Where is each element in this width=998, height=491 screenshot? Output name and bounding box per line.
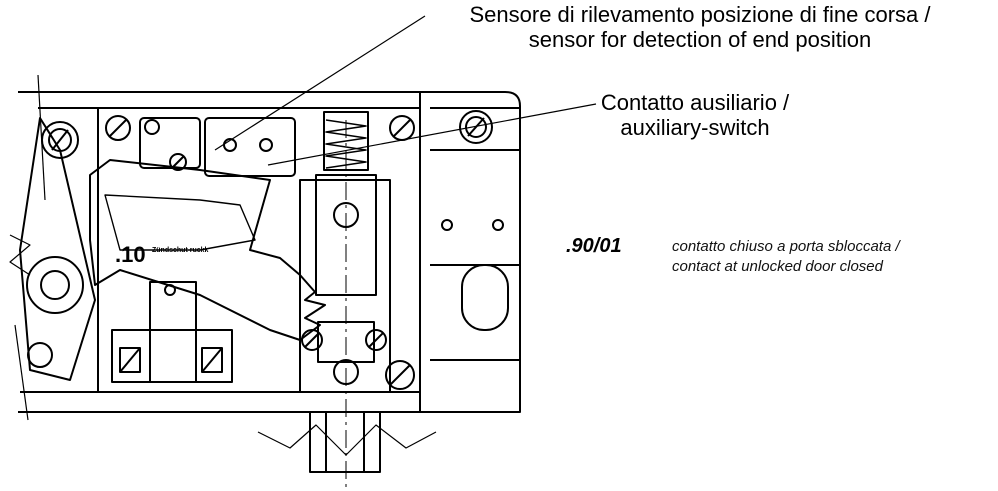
bottom-plunger xyxy=(257,411,437,473)
sensor-label-english: sensor for detection of end position xyxy=(528,27,872,53)
spring xyxy=(323,111,369,171)
leader-lines xyxy=(214,15,597,166)
sensor-label: Sensore di rilevamento posizione di fine… xyxy=(380,2,998,53)
contact-code: .90/01 xyxy=(566,235,622,257)
aux-label-italian: Contatto ausiliario / xyxy=(600,90,790,115)
left-cam xyxy=(9,74,96,421)
stamp-number: .10 xyxy=(115,242,146,267)
aux-label-english: auxiliary-switch xyxy=(620,115,770,141)
vertical-slide xyxy=(299,120,391,488)
lever-arm xyxy=(89,159,387,351)
sensor-label-italian: Sensore di rilevamento posizione di fine… xyxy=(469,2,931,27)
screws xyxy=(105,115,415,390)
aux-switch-label: Contatto ausiliario / auxiliary-switch xyxy=(600,90,790,141)
terminal-blocks xyxy=(111,281,233,383)
sensor-block xyxy=(139,117,296,177)
stamp-small-text: Zündschut ruckk xyxy=(152,247,209,254)
contact-description-english: contact at unlocked door closed xyxy=(672,258,883,276)
contact-description-italian: contatto chiuso a porta sbloccata / xyxy=(672,238,900,255)
contact-description: contatto chiuso a porta sbloccata / cont… xyxy=(672,237,900,278)
